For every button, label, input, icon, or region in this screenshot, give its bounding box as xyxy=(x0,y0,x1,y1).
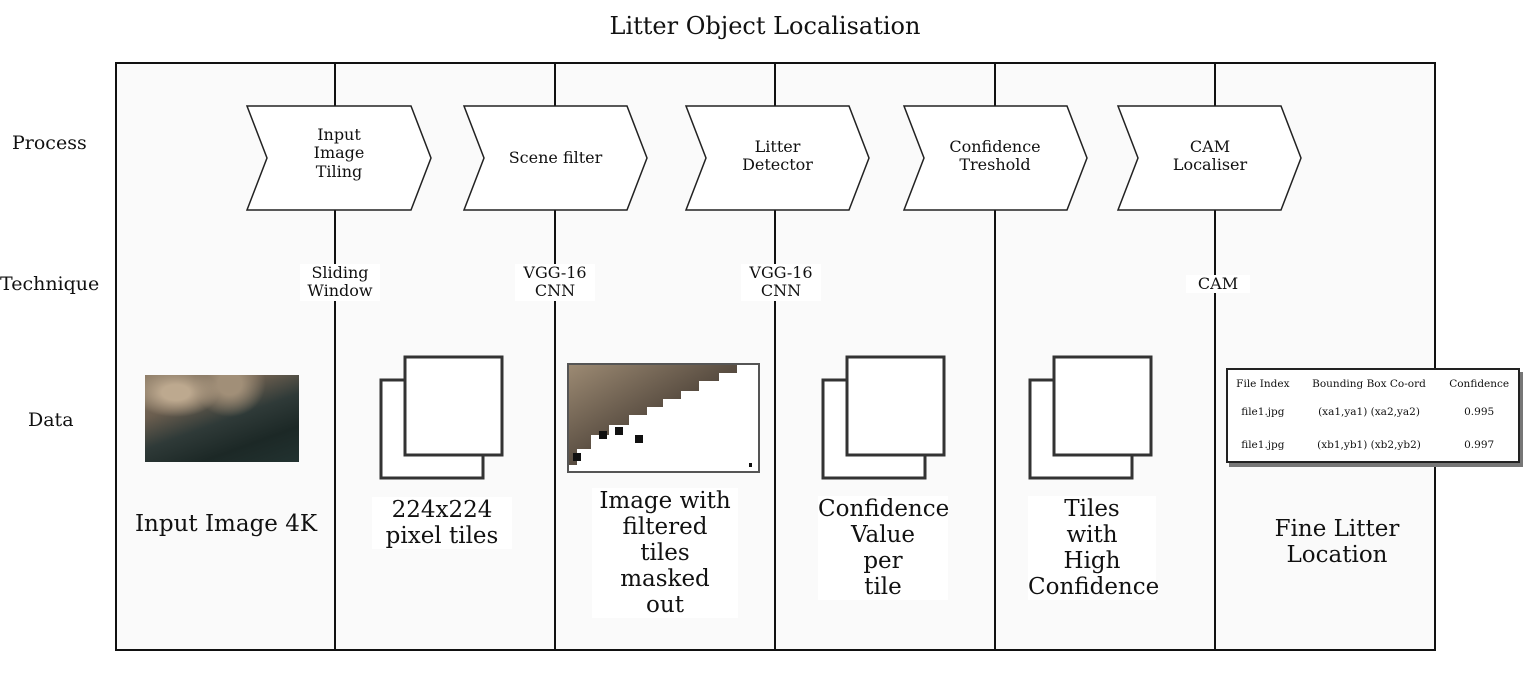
process-chevrons xyxy=(245,105,1302,211)
step-label-input-image-tiling: Input Image Tiling xyxy=(313,125,365,181)
masked-image-graphic xyxy=(569,365,752,467)
table-cell: 0.997 xyxy=(1464,438,1495,451)
table-cell: file1.jpg xyxy=(1241,406,1285,419)
table-header-confidence: Confidence xyxy=(1449,378,1510,390)
table-cell: file1.jpg xyxy=(1241,438,1285,451)
masked-image-thumbnail xyxy=(567,363,760,473)
table-header-bounding-box: Bounding Box Co-ord xyxy=(1312,378,1426,390)
table-cell: 0.995 xyxy=(1464,406,1495,419)
step-label-litter-detector: Litter Detector xyxy=(742,137,813,175)
chevron-scene-filter xyxy=(462,105,648,211)
step-label-scene-filter: Scene filter xyxy=(508,148,603,167)
row-label-technique: Technique xyxy=(0,273,100,295)
tiles-icon xyxy=(379,355,504,480)
table-header-file-index: File Index xyxy=(1236,378,1290,390)
table-header-row: File Index Bounding Box Co-ord Confidenc… xyxy=(1227,369,1519,396)
data-caption-masked-image: Image with filtered tiles masked out xyxy=(592,488,738,618)
row-label-process: Process xyxy=(12,132,87,154)
row-label-data: Data xyxy=(28,409,74,431)
data-caption-input-image: Input Image 4K xyxy=(134,511,318,537)
input-image-thumbnail xyxy=(145,375,299,462)
data-caption-fine-litter-location: Fine Litter Location xyxy=(1274,516,1400,568)
step-label-confidence-threshold: Confidence Treshold xyxy=(949,137,1041,175)
diagram-title: Litter Object Localisation xyxy=(609,12,921,40)
table-cell: (xa1,ya1) (xa2,ya2) xyxy=(1318,406,1420,419)
chevron-confidence-threshold xyxy=(902,105,1088,211)
technique-vgg16-scene: VGG-16 CNN xyxy=(515,263,595,301)
data-caption-pixel-tiles: 224x224 pixel tiles xyxy=(372,497,512,549)
chevron-cam-localiser xyxy=(1116,105,1302,211)
localisation-results-table: File Index Bounding Box Co-ord Confidenc… xyxy=(1226,368,1520,463)
table-row: file1.jpg (xb1,yb1) (xb2,yb2) 0.997 xyxy=(1227,428,1519,462)
confidence-tiles-icon xyxy=(821,355,946,480)
table-row: file1.jpg (xa1,ya1) (xa2,ya2) 0.995 xyxy=(1227,396,1519,428)
technique-sliding-window: Sliding Window xyxy=(300,263,380,301)
step-label-cam-localiser: CAM Localiser xyxy=(1172,137,1248,175)
chevron-input-image-tiling xyxy=(245,105,432,211)
table-cell: (xb1,yb1) (xb2,yb2) xyxy=(1317,438,1421,451)
data-caption-confidence-value: Confidence Value per tile xyxy=(818,496,950,600)
chevron-litter-detector xyxy=(684,105,870,211)
data-caption-high-confidence-tiles: Tiles with High Confidence xyxy=(1028,496,1160,600)
technique-cam: CAM xyxy=(1186,274,1250,294)
technique-vgg16-detector: VGG-16 CNN xyxy=(741,263,821,301)
high-confidence-tiles-icon xyxy=(1028,355,1153,480)
